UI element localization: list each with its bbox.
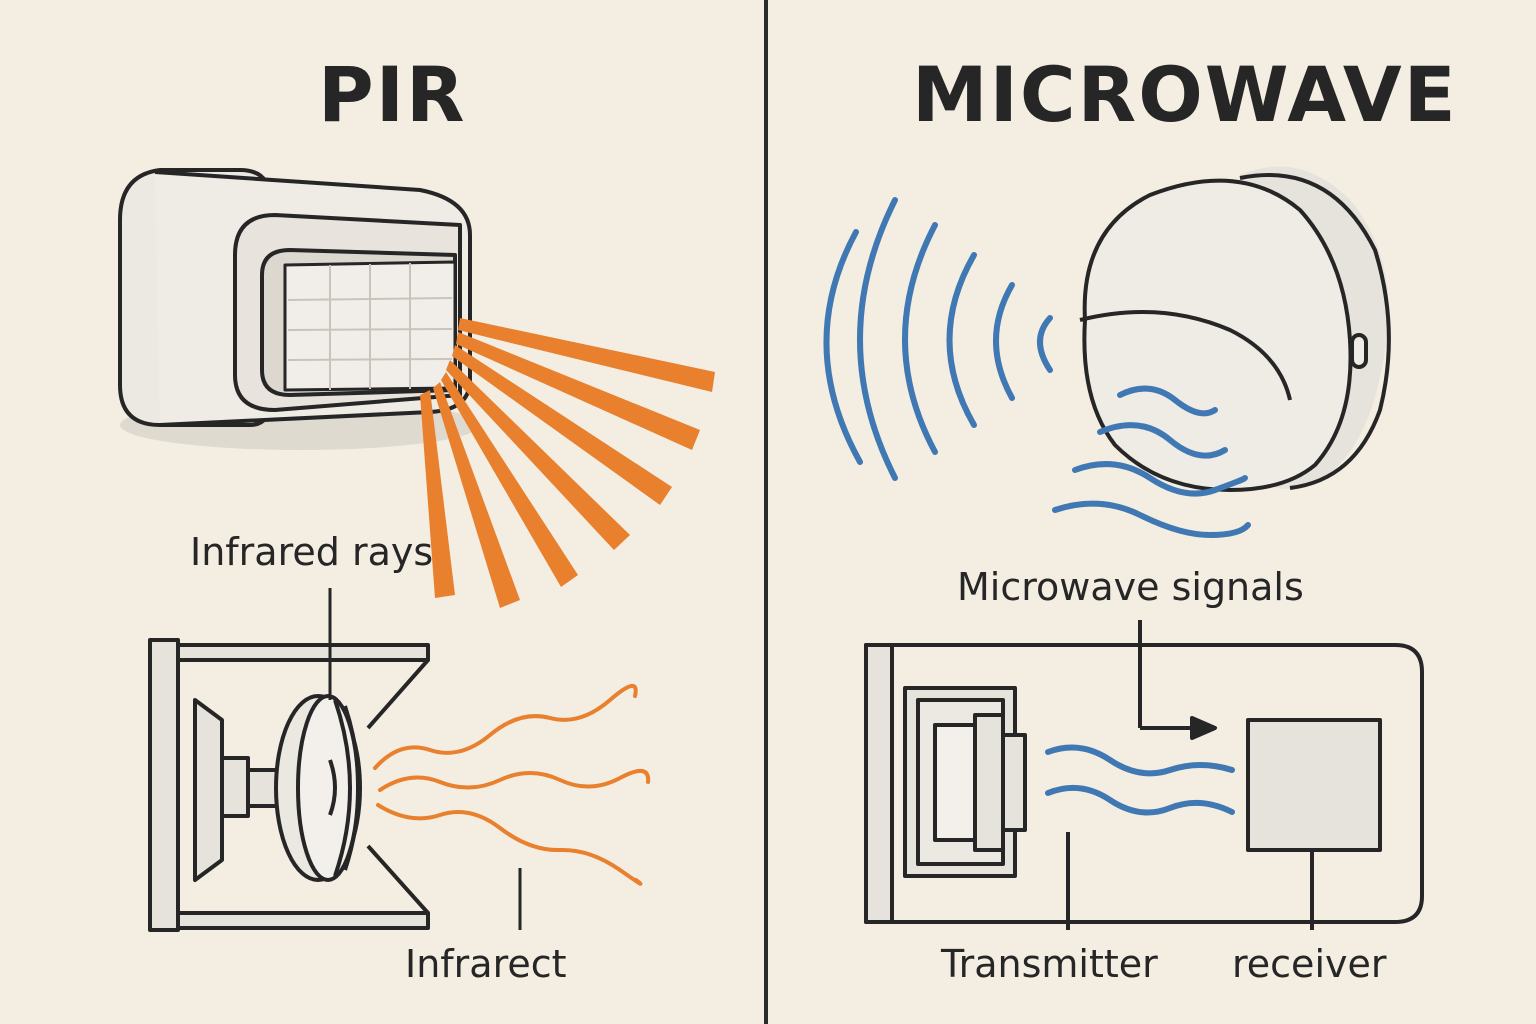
infrared-waves [373,684,651,886]
pir-sensor-icon [118,168,480,450]
transmitter-waves [1045,744,1235,816]
transmitter-label: Transmitter [941,942,1158,986]
infrared-label: Infrarect [405,942,567,986]
microwave-signals-label: Microwave signals [957,565,1304,609]
lens-icon [148,638,430,932]
receiver-label: receiver [1232,942,1387,986]
pir-callout-lines [328,588,522,930]
circuit-box-icon [864,620,1424,930]
pir-title: PIR [318,50,467,139]
microwave-sensor-icon [1079,166,1391,493]
panel-divider [764,0,768,1024]
infrared-rays-label: Infrared rays [190,530,434,574]
microwave-title: MICROWAVE [912,50,1458,139]
microwave-ripples [1052,385,1251,539]
infrared-beams [420,318,715,608]
microwave-arcs [823,197,1053,481]
